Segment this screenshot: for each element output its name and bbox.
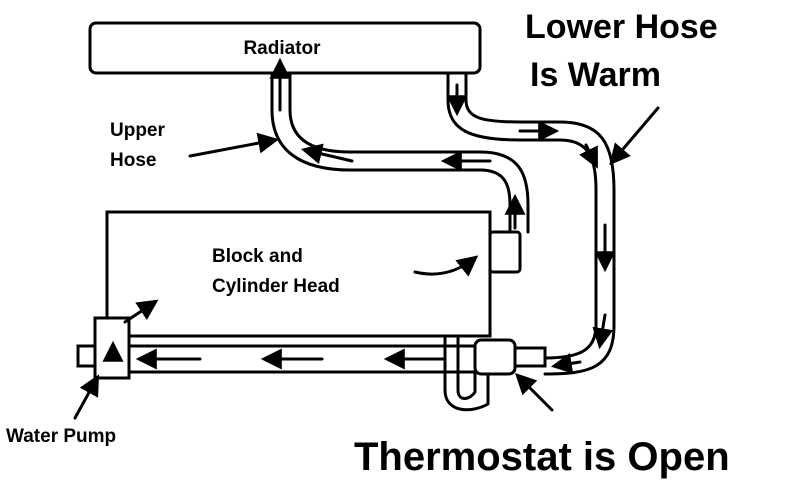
return-pipe: [128, 344, 477, 374]
lower-hose-label-line1: Lower Hose: [525, 8, 718, 46]
block-flow-arrow-right: [413, 255, 479, 277]
thermostat-label: Thermostat is Open: [354, 435, 730, 479]
lower-hose-label-line2: Is Warm: [530, 56, 661, 94]
block-flow-arrow-left: [123, 299, 159, 324]
upper-hose-label-line2: Hose: [110, 150, 156, 171]
upper-hose-pointer: [188, 132, 280, 158]
lower-hose: [446, 71, 616, 376]
water-pump-label: Water Pump: [6, 426, 116, 447]
water-pump-pointer: [73, 374, 100, 420]
thermostat-housing: [488, 230, 522, 274]
radiator-label: Radiator: [243, 38, 321, 59]
upper-hose-label-line1: Upper: [110, 120, 166, 141]
lower-hose-pointer: [609, 106, 660, 166]
upper-hose: [269, 57, 530, 234]
thermostat-valve: [443, 336, 547, 412]
block-label-line2: Cylinder Head: [212, 276, 340, 297]
water-pump: [76, 316, 131, 380]
block-label-line1: Block and: [212, 246, 303, 267]
thermostat-pointer: [515, 373, 554, 412]
